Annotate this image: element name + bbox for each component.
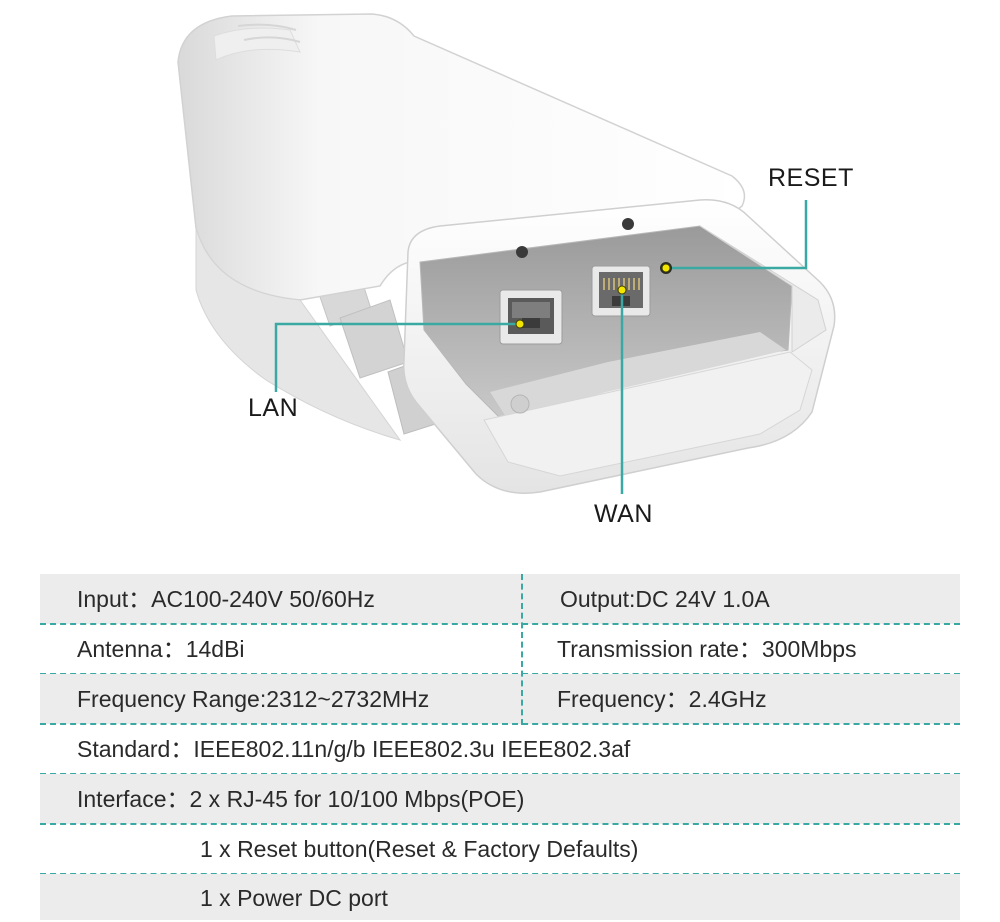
spec-transmission-rate: Transmission rate：300Mbps <box>557 636 857 662</box>
spec-row: Standard：IEEE802.11n/g/b IEEE802.3u IEEE… <box>40 724 960 775</box>
column-divider <box>521 574 523 725</box>
end-cap <box>403 199 836 494</box>
spec-row: 1 x Power DC port <box>40 874 960 920</box>
spec-output: Output:DC 24V 1.0A <box>560 586 770 612</box>
callout-lines <box>274 200 808 494</box>
spec-row: Frequency Range:2312~2732MHz Frequency：2… <box>40 674 960 725</box>
product-image <box>177 13 836 494</box>
spec-frequency-range: Frequency Range:2312~2732MHz <box>77 686 430 712</box>
lan-label: LAN <box>248 394 299 422</box>
spec-row: 1 x Reset button(Reset & Factory Default… <box>40 824 960 875</box>
spec-row: Input：AC100-240V 50/60Hz Output:DC 24V 1… <box>40 574 960 625</box>
spec-antenna: Antenna：14dBi <box>77 636 245 662</box>
spec-interface-reset: 1 x Reset button(Reset & Factory Default… <box>200 836 639 862</box>
spec-standard: Standard：IEEE802.11n/g/b IEEE802.3u IEEE… <box>77 736 631 762</box>
spec-row: Antenna：14dBi Transmission rate：300Mbps <box>40 624 960 675</box>
spec-table: Input：AC100-240V 50/60Hz Output:DC 24V 1… <box>40 574 960 920</box>
lan-port <box>499 289 563 345</box>
spec-row: Interface：2 x RJ-45 for 10/100 Mbps(POE) <box>40 774 960 825</box>
spec-input: Input：AC100-240V 50/60Hz <box>77 586 375 612</box>
spec-interface: Interface：2 x RJ-45 for 10/100 Mbps(POE) <box>77 786 525 812</box>
spec-frequency: Frequency：2.4GHz <box>557 686 767 712</box>
reset-label: RESET <box>768 164 854 192</box>
wan-label: WAN <box>594 500 653 528</box>
callout-dots <box>515 263 671 329</box>
spec-interface-power: 1 x Power DC port <box>200 885 388 911</box>
